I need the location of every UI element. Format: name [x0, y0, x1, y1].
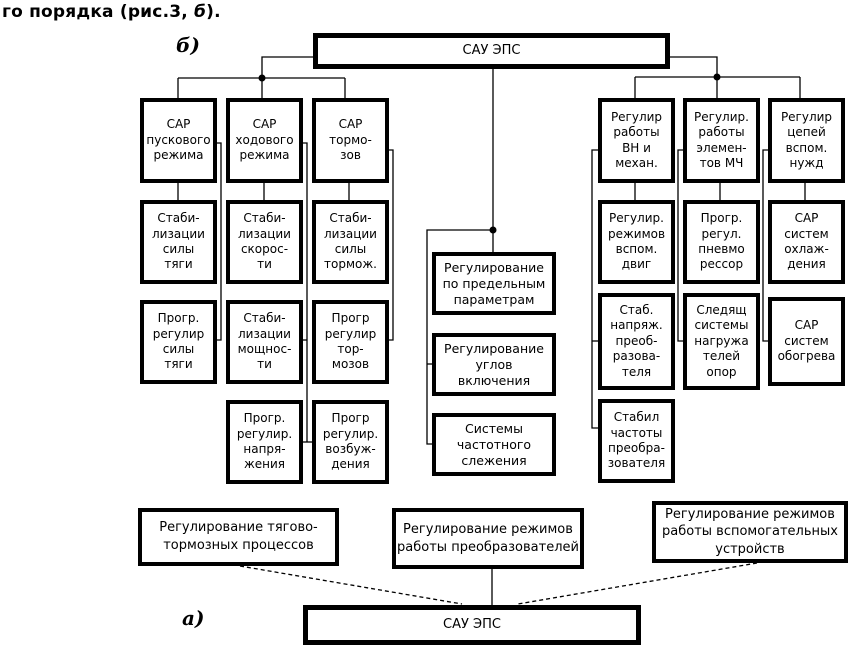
page-caption: го порядка (рис.3, б). [2, 2, 221, 22]
node-reg-rezhimov-preobr: Регулирование режимов работы преобразова… [392, 508, 584, 569]
node-stabil-chastoty-preobr: Стабил частоты преобра- зователя [598, 399, 675, 483]
wire-root-left-elbow [261, 56, 313, 98]
node-sar-obogreva: САР систем обогрева [768, 297, 845, 386]
node-stab-sily-tyagi: Стаби- лизации силы тяги [140, 200, 217, 284]
node-sar-okhlazhdeniya: САР систем охлаж- дения [768, 200, 845, 284]
node-reg-tyagovo-tormoznykh: Регулирование тягово- тормозных процессо… [138, 508, 339, 566]
figure-b-label: б) [176, 33, 200, 57]
node-sledyashch-sistemy: Следящ системы нагружа телей опор [683, 293, 760, 390]
caption-emph: б [194, 2, 207, 22]
node-stab-skorosti: Стаби- лизации скорос- ти [226, 200, 303, 284]
node-sar-tormozov: САР тормо- зов [312, 98, 389, 183]
wire-bus-l2 [301, 142, 308, 442]
node-stab-napryazh-preobr: Стаб. напряж. преоб- разова- теля [598, 293, 675, 390]
junction-dot [258, 74, 266, 82]
caption-suffix: ). [206, 2, 221, 22]
node-sar-khodovogo: САР ходового режима [226, 98, 303, 183]
node-reg-vn-mekhan: Регулир работы ВН и механ. [598, 98, 675, 183]
node-stab-moshchnosti: Стаби- лизации мощнос- ти [226, 300, 303, 384]
wire-dotted-right [517, 562, 758, 605]
node-progr-pnevmo-ressor: Прогр. регул. пневмо рессор [683, 200, 760, 284]
node-sar-puskovogo: САР пускового режима [140, 98, 217, 183]
wire-root-right-elbow [670, 56, 718, 98]
node-reg-rezhimov-vspom-ustroystv: Регулирование режимов работы вспомогател… [652, 501, 848, 563]
junction-dot [713, 73, 721, 81]
node-root-bottom: САУ ЭПС [303, 605, 641, 645]
node-reg-tsepey-vspom: Регулир цепей вспом. нужд [768, 98, 845, 183]
node-sistemy-chastotnogo: Системы частотного слежения [432, 413, 556, 476]
node-stab-sily-tormozh: Стаби- лизации силы тормож. [312, 200, 389, 284]
node-progr-napryazheniya: Прогр. регулир. напря- жения [226, 400, 303, 484]
caption-prefix: го порядка (рис.3, [2, 2, 195, 22]
figure-a-label: а) [182, 606, 205, 630]
node-reg-rezhimov-vspom-dvig: Регулир. режимов вспом. двиг [598, 200, 675, 284]
junction-dot [489, 226, 497, 234]
node-root-top: САУ ЭПС [313, 33, 670, 69]
wire-dotted-left [239, 565, 463, 605]
node-progr-vozbuzhdeniya: Прогр регулир. возбуж- дения [312, 400, 389, 484]
node-reg-elementov-mch: Регулир. работы элемен- тов МЧ [683, 98, 760, 183]
node-reg-uglov: Регулирование углов включения [432, 333, 556, 396]
node-progr-tormozov: Прогр регулир тор- мозов [312, 300, 389, 384]
node-progr-sily-tyagi: Прогр. регулир силы тяги [140, 300, 217, 384]
node-reg-predelnym: Регулирование по предельным параметрам [432, 252, 556, 315]
